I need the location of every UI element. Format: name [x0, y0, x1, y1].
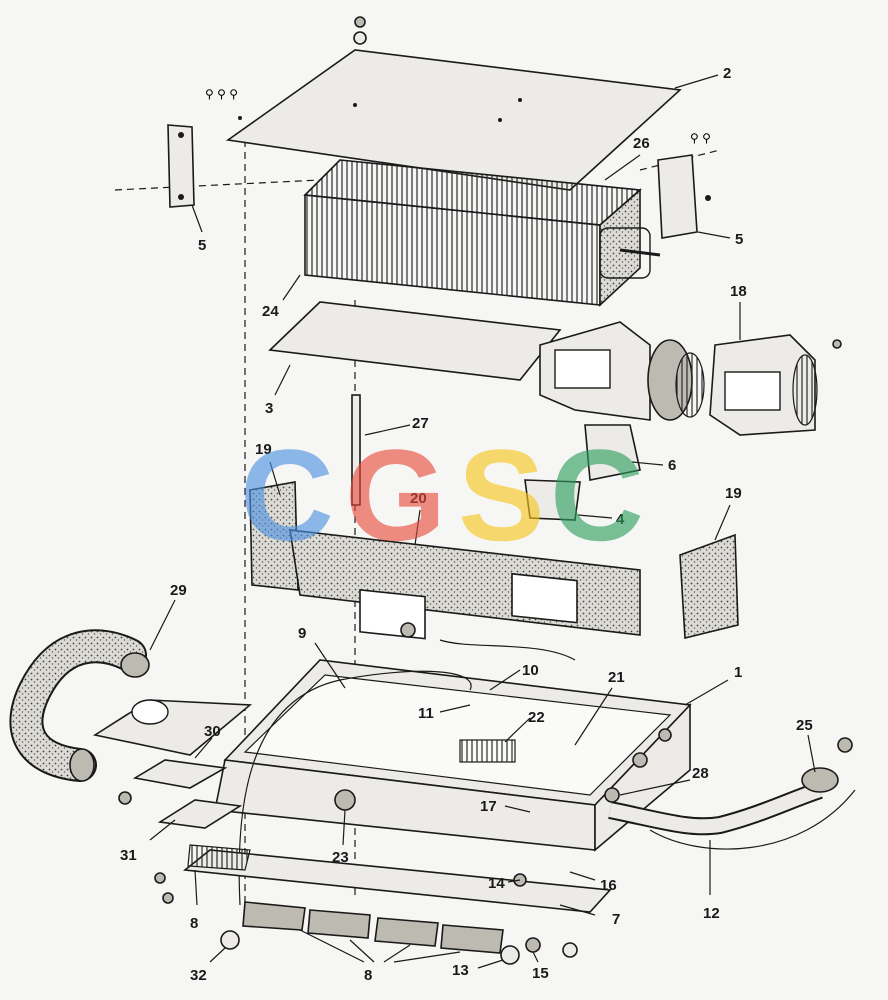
- callout-4: 4: [616, 511, 625, 528]
- blower-assembly: [539, 321, 818, 436]
- side-plate-left: [249, 481, 299, 591]
- duct-hose: [9, 629, 150, 782]
- end-bracket-right: ⚲ ⚲: [657, 131, 711, 239]
- callout-24: 24: [262, 303, 279, 320]
- duct-adapter-plate: [92, 699, 253, 756]
- callout-1: 1: [734, 664, 742, 681]
- heater-core: [303, 159, 661, 307]
- callout-21: 21: [608, 669, 625, 686]
- control-rod: [351, 394, 361, 506]
- callout-19-right: 19: [725, 485, 742, 502]
- callout-9: 9: [298, 625, 306, 642]
- fasteners: [118, 339, 842, 965]
- svg-text:⚲ ⚲: ⚲ ⚲: [690, 131, 711, 145]
- callout-16: 16: [600, 877, 617, 894]
- callout-5-right: 5: [735, 231, 743, 248]
- callout-13: 13: [452, 962, 469, 979]
- callout-8-left: 8: [190, 915, 198, 932]
- callout-17: 17: [480, 798, 497, 815]
- end-bracket-left: ⚲ ⚲ ⚲: [167, 87, 238, 208]
- callout-19-left: 19: [255, 441, 272, 458]
- callout-12: 12: [703, 905, 720, 922]
- callout-29: 29: [170, 582, 187, 599]
- watermark-letter-c1: C: [240, 422, 334, 568]
- callout-31: 31: [120, 847, 137, 864]
- gasket: [132, 759, 243, 829]
- callout-7: 7: [612, 911, 620, 928]
- callout-2: 2: [723, 65, 731, 82]
- callout-27: 27: [412, 415, 429, 432]
- water-valve-hose: [608, 737, 856, 850]
- leader-lines: [149, 74, 816, 969]
- callout-23: 23: [332, 849, 349, 866]
- callout-20: 20: [410, 490, 427, 507]
- divider-plate: [268, 301, 562, 381]
- callout-3: 3: [265, 400, 273, 417]
- callout-8-bottom: 8: [364, 967, 372, 984]
- callout-22: 22: [528, 709, 545, 726]
- callout-15: 15: [532, 965, 549, 982]
- control-cable: [238, 639, 576, 906]
- main-housing: [214, 659, 692, 852]
- callout-5-left: 5: [198, 237, 206, 254]
- watermark-letter-s: S: [458, 422, 545, 568]
- callout-14: 14: [488, 875, 505, 892]
- callout-10: 10: [522, 662, 539, 679]
- callout-30: 30: [204, 723, 221, 740]
- side-plate-right: [679, 533, 739, 640]
- callout-labels: 2 26 5 5 24 18 3 27 6 4 19 19 20 29 9 10…: [120, 65, 813, 984]
- callout-32: 32: [190, 967, 207, 984]
- callout-18: 18: [730, 283, 747, 300]
- callout-28: 28: [692, 765, 709, 782]
- outlet-blocks: [187, 844, 504, 954]
- callout-6: 6: [668, 457, 676, 474]
- front-panel: [289, 529, 641, 640]
- watermark-letter-c2: C: [550, 422, 644, 568]
- callout-25: 25: [796, 717, 813, 734]
- top-cover-plate: [225, 16, 682, 191]
- watermark-letter-g: G: [345, 422, 446, 568]
- motor-brackets: [524, 424, 641, 521]
- svg-text:⚲ ⚲ ⚲: ⚲ ⚲ ⚲: [205, 87, 238, 101]
- callout-11: 11: [418, 705, 434, 722]
- cgsc-watermark: C G S C: [240, 422, 644, 568]
- callout-26: 26: [633, 135, 650, 152]
